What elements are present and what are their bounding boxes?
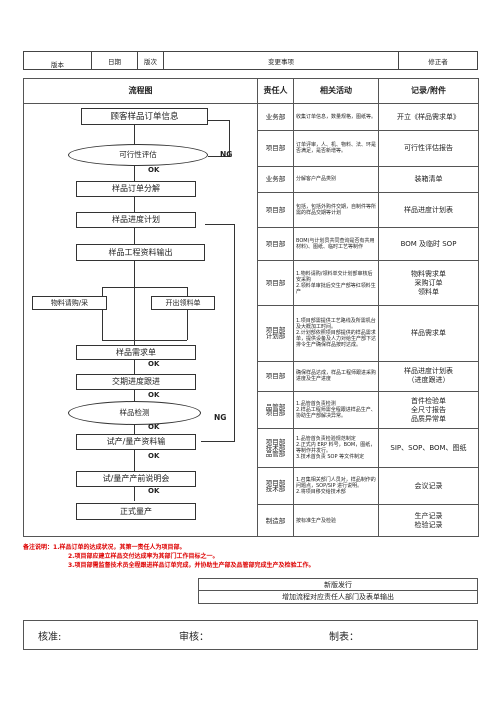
row11-owner: 项目部 技术部 [257, 467, 294, 506]
row5-record: BOM 及临时 SOP [378, 227, 479, 261]
col-record: 记录/附件 [378, 78, 479, 104]
note-1: 1.样品订单的达成状况，其第一责任人为项目部。 [53, 544, 186, 551]
row3-owner: 业务部 [257, 165, 294, 194]
maker-label: 制表： [329, 631, 359, 643]
row7-owner: 项目部 计划部 [257, 305, 294, 362]
flow-step-mass-production: 正式量产 [76, 503, 196, 520]
flow-step-feasibility: 可行性评估 [68, 144, 208, 166]
revision-added-owner: 增加流程对应责任人部门及表单输出 [198, 591, 478, 604]
flow-step-sample-demand: 样品需求单 [76, 345, 196, 360]
row9-owner: 品管部 项目部 [257, 391, 294, 430]
row11-record: 会议记录 [378, 467, 479, 506]
row2-activity: 订单评审，人、机、物料、法、环是否满足，是否新增等。 [293, 129, 379, 167]
row2-record: 可行性评估报告 [378, 129, 479, 167]
flowchart: 顾客样品订单信息 NG 可行性评估 OK 样品订单分解 样品进度计划 样品工程资… [23, 103, 258, 537]
row1-record: 开立《样品需求单》 [378, 103, 479, 131]
row5-owner: 项目部 [257, 227, 294, 261]
ng-label-1: NG [220, 150, 233, 159]
ok-label-6: OK [148, 487, 160, 495]
flow-step-purchase: 物料请购/采 [32, 296, 107, 310]
ok-label-5: OK [148, 452, 160, 460]
ok-label-4: OK [148, 423, 160, 431]
approve-label: 核准: [38, 631, 62, 643]
note-3: 3.项目部需监督技术员全程跟进样品订单完成，并协助生产部及品管部完成生产及检验工… [68, 562, 315, 569]
reviser-label: 修正者 [428, 57, 448, 66]
col-owner: 责任人 [257, 78, 294, 104]
row3-record: 装箱清单 [378, 165, 479, 194]
col-flow: 流程图 [23, 78, 258, 104]
flow-step-customer-order: 顾客样品订单信息 [81, 108, 208, 125]
flow-step-engineering-output: 样品工程资料输出 [76, 244, 205, 261]
row10-record: SIP、SOP、BOM、图纸 [378, 428, 479, 469]
row4-owner: 项目部 [257, 192, 294, 229]
flow-step-trial-docs: 试产/量产资料输 [76, 434, 196, 450]
row3-activity: 分解客户产品类别 [293, 165, 379, 194]
row7-activity: 1.项目部需提供工艺路线及所需机台及大概加工时间。 2.计划部依照项目部提供的样… [293, 305, 379, 362]
row8-record: 样品进度计划表 （进度跟进） [378, 360, 479, 393]
flow-step-order-breakdown: 样品订单分解 [76, 181, 196, 197]
ok-label-2: OK [148, 360, 160, 368]
row6-activity: 1.物料请购/领料单交计划部审核后安采购 2.领料单审批后交生产部等红领料生产 [293, 259, 379, 307]
flow-step-briefing: 试/量产产前说明会 [76, 471, 196, 487]
row12-owner: 制造部 [257, 504, 294, 537]
review-label: 审核： [179, 631, 209, 643]
edition-label: 版次 [138, 52, 164, 69]
row8-owner: 项目部 [257, 360, 294, 393]
row10-owner: 项目部 技术部 品管部 [257, 428, 294, 469]
row12-activity: 按标准生产及检验 [293, 504, 379, 537]
row5-activity: BOM(与计划员共同查询是否有共用材料)、图纸、临时工艺等制作 [293, 227, 379, 261]
revision-new-release: 新版发行 [198, 578, 478, 591]
row1-activity: 收集订单信息，数量规格，图纸等。 [293, 103, 379, 131]
row9-activity: 1.品管首负责检测 2.样品工程师需全程跟进样品生产、协助生产部解决异常。 [293, 391, 379, 430]
version-label: 版本 [24, 52, 92, 69]
ok-label-1: OK [148, 166, 160, 174]
col-activity: 相关活动 [293, 78, 379, 104]
row10-activity: 1.品管首负责检验规范制定 2.正式内 ERP 料号，BOM，图纸，等制作并发行… [293, 428, 379, 469]
notes: 备注说明：1.样品订单的达成状况，其第一责任人为项目部。 2.项目部应建立样品交… [23, 543, 478, 570]
row1-owner: 业务部 [257, 103, 294, 131]
flow-step-sample-inspection: 样品检测 [68, 401, 201, 425]
row12-record: 生产记录 检验记录 [378, 504, 479, 537]
row4-activity: 包括，包括外购件交期，自制件等所需的样品交期等计划 [293, 192, 379, 229]
date-label: 日期 [92, 52, 138, 69]
revision-log: 新版发行 增加流程对应责任人部门及表单输出 [23, 578, 478, 604]
note-2: 2.项目部应建立样品交付达成率为其部门工作目标之一。 [68, 553, 219, 560]
row11-activity: 1.召集相关部门人员对，样品制作的问题点，SOP/SIP 进行说明。 2.将项目… [293, 467, 379, 506]
ok-label-3: OK [148, 391, 160, 399]
row9-record: 首件检验单 全尺寸报告 品质异常单 [378, 391, 479, 430]
flow-step-schedule: 样品进度计划 [76, 212, 196, 228]
ng-label-2: NG [214, 413, 227, 422]
row6-owner: 项目部 [257, 259, 294, 307]
notes-label: 备注说明： [23, 544, 54, 551]
flow-step-material-requisition: 开出领料单 [151, 296, 215, 310]
row4-record: 样品进度计划表 [378, 192, 479, 229]
row7-record: 样品需求单 [378, 305, 479, 362]
flow-step-delivery-followup: 交期进度跟进 [76, 374, 196, 390]
process-table: 流程图 责任人 相关活动 记录/附件 [23, 78, 479, 537]
row6-record: 物料需求单 采购订单 领料单 [378, 259, 479, 307]
signature-row: 核准: 审核： 制表： [23, 620, 478, 650]
row2-owner: 项目部 [257, 129, 294, 167]
change-label: 变更事项 [164, 52, 399, 69]
row8-activity: 确保样品达成，样品工程师跟进采购进度及生产进度 [293, 360, 379, 393]
revision-header: 版本 日期 版次 变更事项 修正者 [23, 51, 478, 70]
